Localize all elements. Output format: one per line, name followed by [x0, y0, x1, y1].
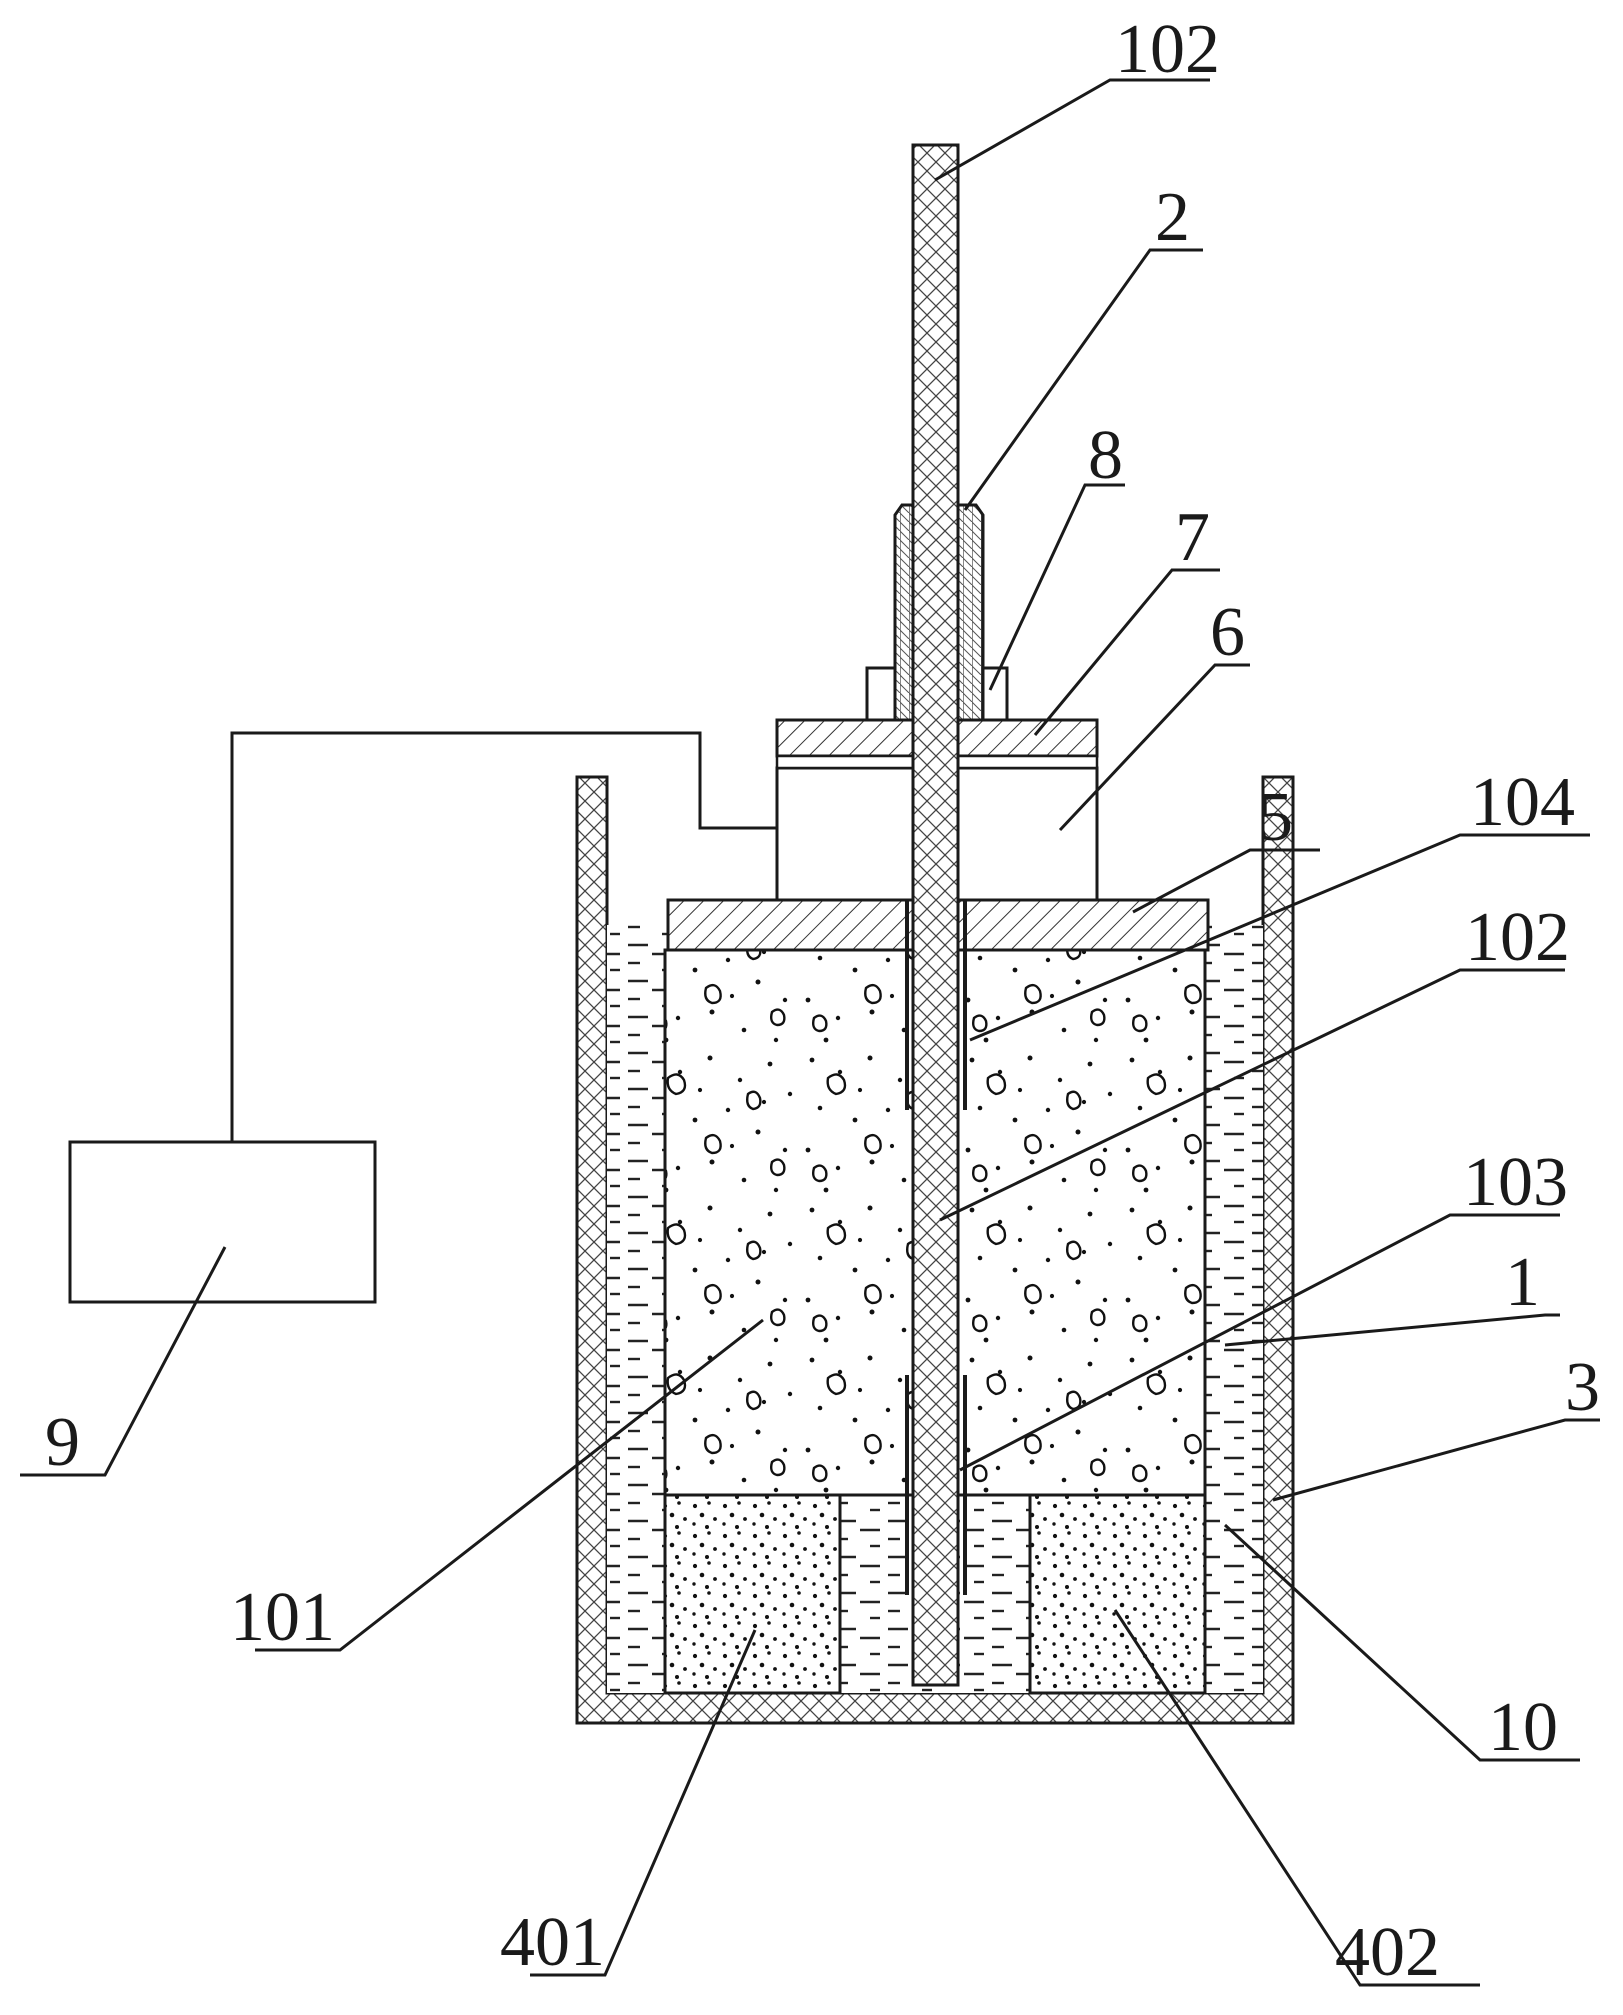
- meter-box: [68, 1140, 377, 1304]
- label-block-right: 402: [1335, 1914, 1440, 1991]
- block-right: [1028, 1493, 1207, 1695]
- label-inner-wall: 10: [1488, 1689, 1558, 1766]
- label-sleeve: 2: [1155, 179, 1190, 256]
- signal-wire: [230, 731, 777, 1142]
- central-rod: [911, 143, 960, 1687]
- label-specimen: 101: [230, 1579, 335, 1656]
- leader-lines: [20, 78, 1600, 1987]
- label-sensor-block: 6: [1210, 594, 1245, 671]
- label-electrode-lower: 103: [1463, 1144, 1568, 1221]
- label-rod-mid: 102: [1465, 899, 1570, 976]
- reference-labels: 102 2 8 7 6 5 104 102 103 1 3 10 402 401…: [45, 11, 1600, 1991]
- label-rod-top: 102: [1115, 11, 1220, 88]
- label-nut: 8: [1088, 417, 1123, 494]
- label-cover-plate: 5: [1258, 779, 1293, 856]
- label-liquid: 1: [1505, 1244, 1540, 1321]
- label-electrode-upper: 104: [1470, 764, 1575, 841]
- label-plate-top: 7: [1175, 499, 1210, 576]
- block-left: [663, 1493, 842, 1695]
- label-meter: 9: [45, 1404, 80, 1481]
- label-block-left: 401: [500, 1904, 605, 1981]
- label-outer-wall: 3: [1565, 1349, 1600, 1426]
- electrodes: [905, 900, 967, 1595]
